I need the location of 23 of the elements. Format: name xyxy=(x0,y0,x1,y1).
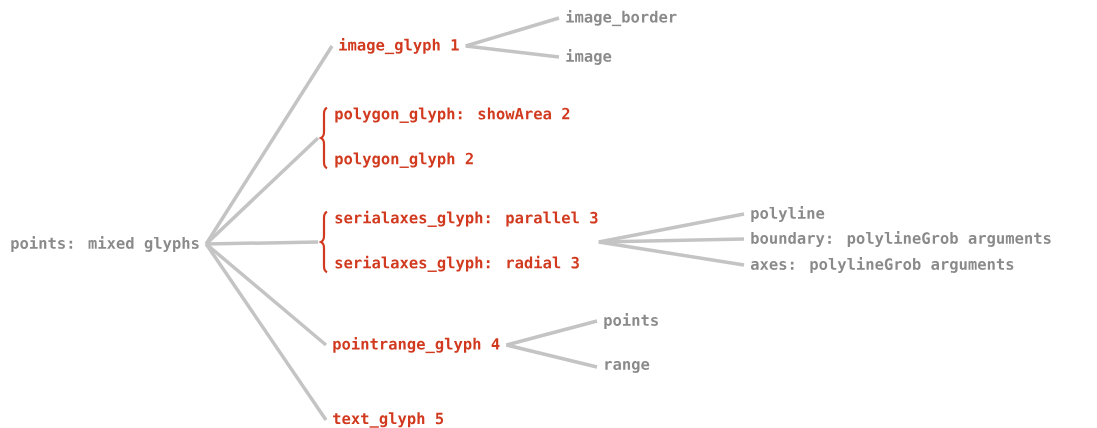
braced-label-group: serialaxes_glyph: parallel 3 serialaxes_glyph: radial 3 xyxy=(319,210,598,273)
leaf-label: points xyxy=(604,313,658,329)
connector-line xyxy=(598,240,745,267)
connector-line xyxy=(204,136,320,246)
leaf-label: range xyxy=(605,361,650,373)
braced-label-group: polygon_glyph: showArea 2 polygon_glyph 2 xyxy=(319,107,570,169)
connector-line xyxy=(206,240,319,246)
leaf-label: boundary: polylineGrob arguments xyxy=(751,231,1051,247)
connector-line xyxy=(204,243,328,421)
root-label: points: mixed glyphs xyxy=(11,236,199,252)
leaf-label: image_border xyxy=(566,9,677,27)
connector-line xyxy=(505,319,598,347)
leaf-label: image xyxy=(566,49,612,65)
connector-line xyxy=(204,45,334,245)
glyph-label: image_glyph 1 xyxy=(339,37,459,55)
connector-line xyxy=(598,237,745,244)
connector-line xyxy=(465,16,560,48)
glyph-label: pointrange_glyph 4 xyxy=(333,336,500,354)
leaf-label: axes: polylineGrob arguments xyxy=(750,257,1014,273)
connector-line xyxy=(505,343,598,369)
glyph-label: text_glyph 5 xyxy=(333,412,444,428)
connector-line xyxy=(465,44,560,59)
leaf-label: polyline xyxy=(751,206,825,222)
